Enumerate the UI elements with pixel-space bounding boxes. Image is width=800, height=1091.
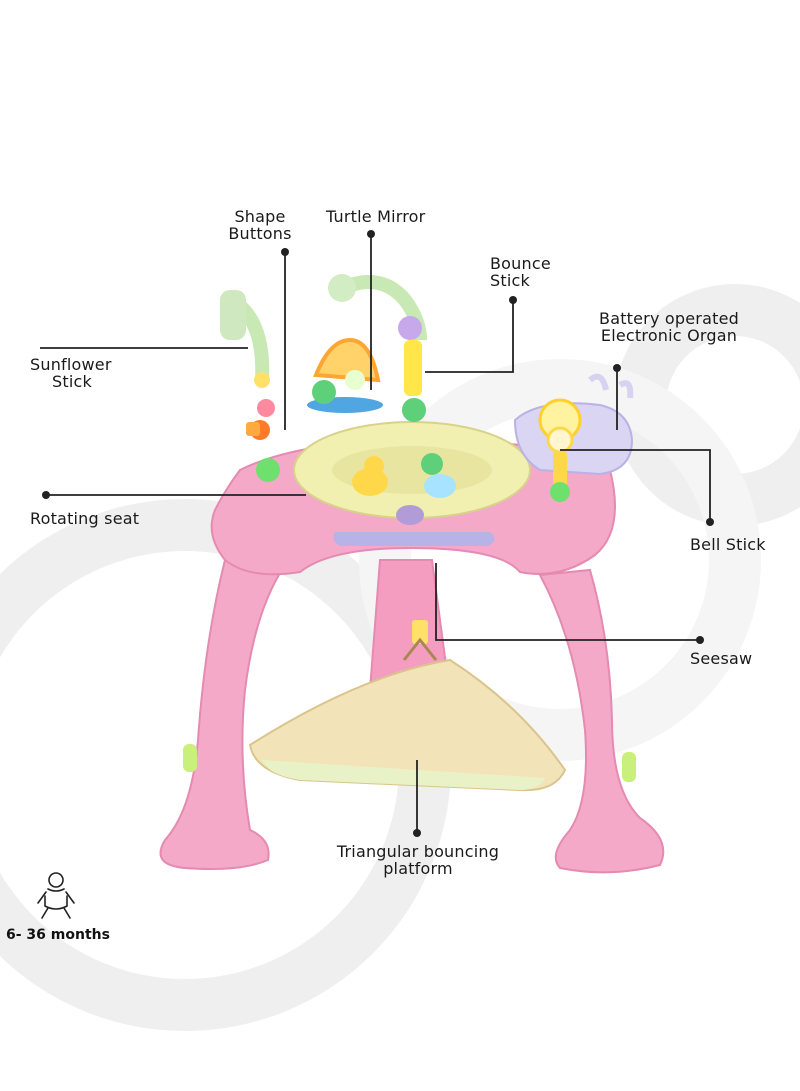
bell-stick — [546, 426, 574, 502]
sunflower-stick — [220, 290, 280, 482]
baby-icon — [37, 872, 75, 919]
callout-dots — [42, 230, 714, 837]
bell-stick-label: Bell Stick — [690, 535, 766, 554]
seesaw-label: Seesaw — [690, 649, 753, 668]
turtle-mirror — [307, 274, 427, 413]
seesaw — [402, 620, 438, 661]
rotating-seat — [293, 421, 531, 525]
bouncing-platform — [248, 658, 567, 792]
age-range-text: 6- 36 months — [6, 927, 110, 943]
callout-lines — [40, 234, 711, 833]
bounce-stick — [398, 316, 426, 422]
electronic-organ — [513, 373, 634, 476]
turtle-mirror-label: Turtle Mirror — [326, 207, 426, 226]
jumper-legs — [159, 558, 665, 874]
rotating-seat-label: Rotating seat — [30, 509, 140, 528]
